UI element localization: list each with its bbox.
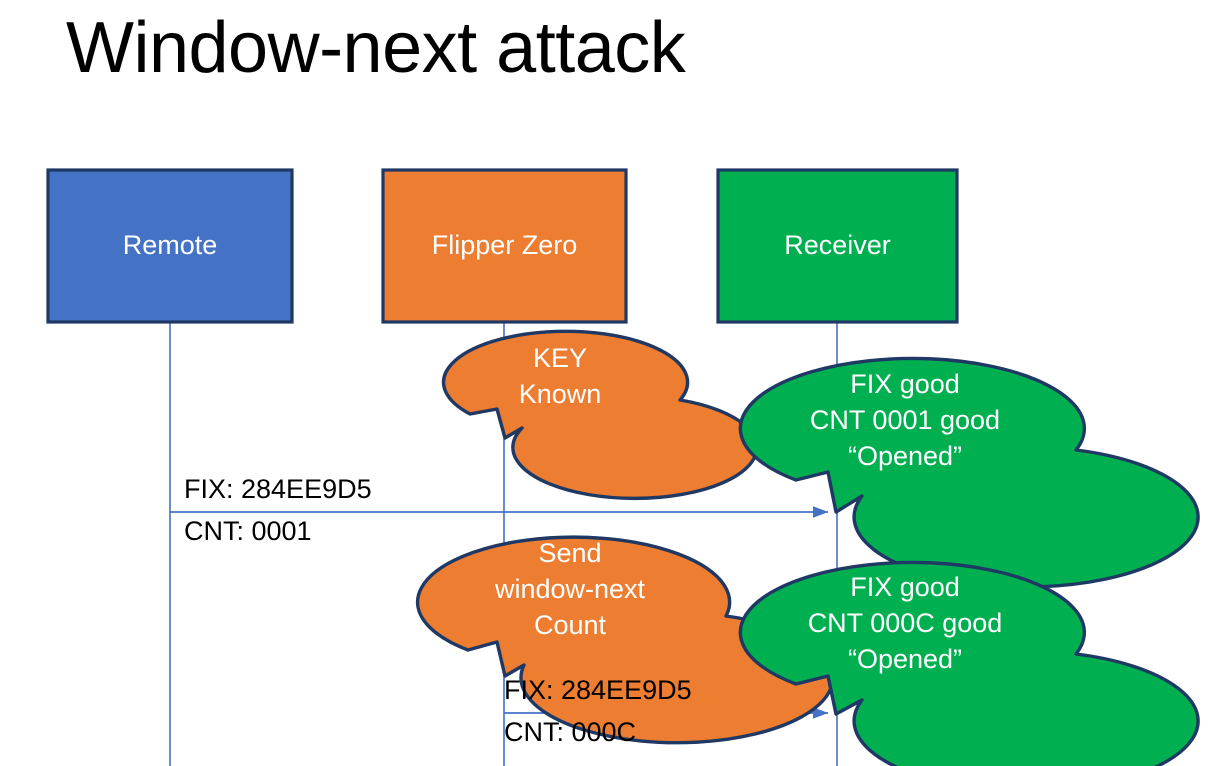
- message-1-label-below: CNT: 0001: [184, 516, 312, 546]
- page-title: Window-next attack: [66, 8, 686, 88]
- callout-line: Count: [533, 610, 607, 640]
- callout-line: FIX good: [850, 572, 960, 602]
- callout-line: Known: [518, 379, 602, 409]
- callout-line: Send: [538, 538, 602, 568]
- callout-send-window-next[interactable]: [415, 535, 835, 745]
- actor-label-remote: Remote: [122, 230, 218, 260]
- callout-key-known[interactable]: [441, 329, 759, 501]
- callout-text-send-window-next: Send window-next Count: [414, 535, 726, 643]
- message-2-label-below: CNT: 000C: [504, 717, 637, 747]
- callout-line: KEY: [532, 343, 588, 373]
- callout-text-receiver-ack-1: FIX good CNT 0001 good “Opened”: [733, 366, 1077, 474]
- callout-line: window-next: [494, 574, 646, 604]
- callout-text-key-known: KEY Known: [438, 340, 682, 412]
- actor-box-remote[interactable]: [46, 168, 294, 324]
- message-1-label-above: FIX: 284EE9D5: [184, 474, 372, 504]
- actor-label-flipper: Flipper Zero: [431, 230, 578, 260]
- actor-box-receiver[interactable]: [716, 168, 959, 324]
- callout-line: “Opened”: [847, 441, 963, 471]
- actor-box-flipper[interactable]: [381, 168, 628, 324]
- callout-line: CNT 000C good: [807, 608, 1003, 638]
- callout-line: FIX good: [850, 369, 960, 399]
- callout-line: “Opened”: [847, 644, 963, 674]
- actor-label-receiver: Receiver: [784, 230, 891, 260]
- callout-text-receiver-ack-2: FIX good CNT 000C good “Opened”: [733, 569, 1077, 677]
- message-2-label-above: FIX: 284EE9D5: [504, 675, 692, 705]
- callout-line: CNT 0001 good: [809, 405, 1001, 435]
- callout-receiver-ack-2[interactable]: [738, 560, 1200, 766]
